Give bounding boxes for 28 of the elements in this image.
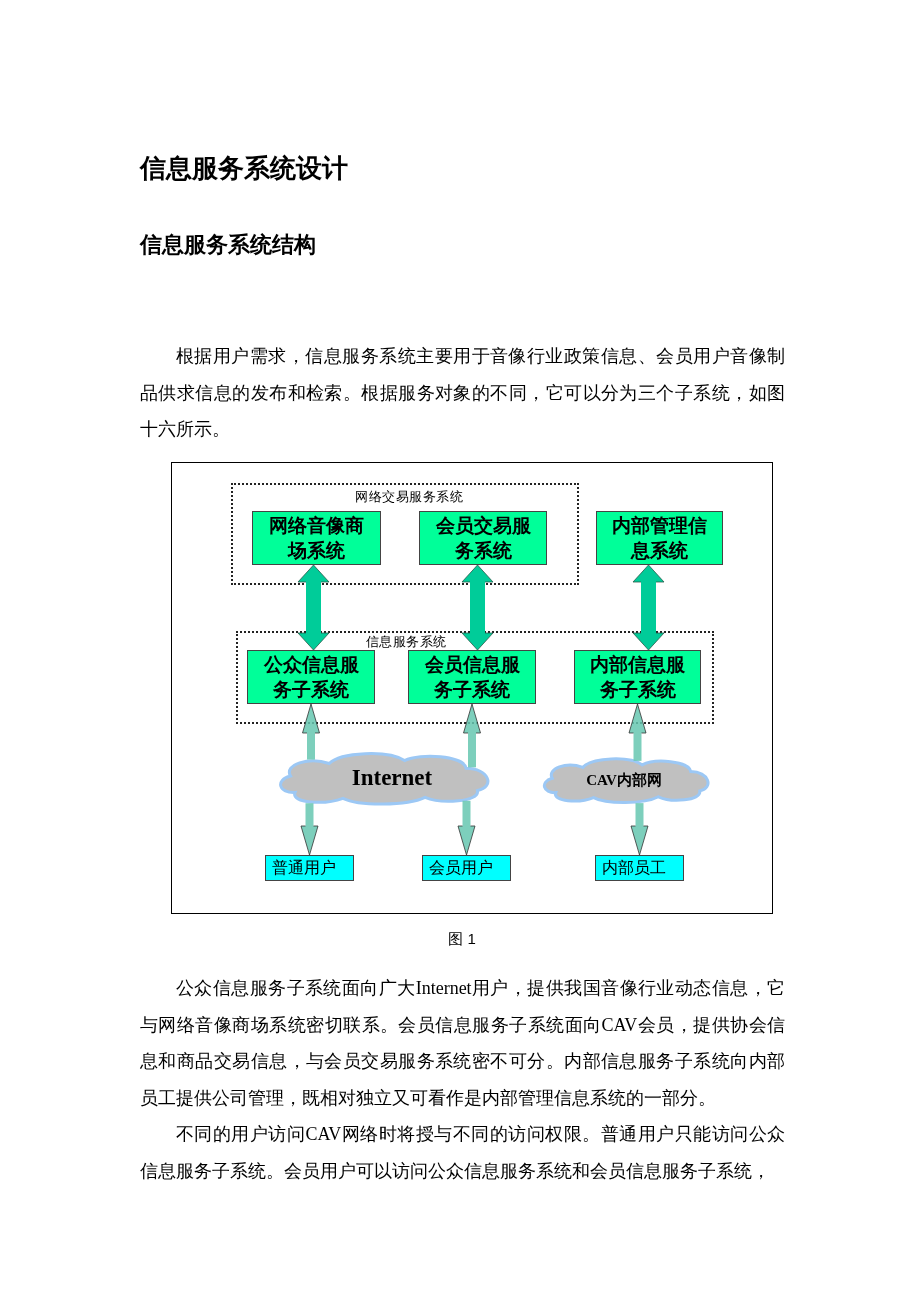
group-label: 信息服务系统 [365, 635, 447, 649]
block-arrow [461, 564, 494, 651]
cloud-label: Internet [351, 765, 433, 791]
system-box: 会员交易服务系统 [419, 511, 547, 565]
arrow [457, 800, 476, 856]
block-arrow [632, 564, 665, 651]
figure-caption: 图 1 [448, 929, 476, 949]
system-box: 会员信息服务子系统 [408, 650, 536, 704]
page-title: 信息服务系统设计 [140, 152, 348, 185]
system-box: 公众信息服务子系统 [247, 650, 375, 704]
user-box: 会员用户 [422, 855, 511, 881]
cloud-label: CAV内部网 [586, 770, 662, 790]
dotted-frame [231, 483, 579, 585]
system-box: 网络音像商场系统 [252, 511, 381, 565]
body-paragraph: 根据用户需求，信息服务系统主要用于音像行业政策信息、会员用户音像制品供求信息的发布和检索。根据服务对象的不同，它可以分为三个子系统，如图十六所示。 [140, 345, 785, 442]
system-box: 内部信息服务子系统 [574, 650, 701, 704]
system-box: 内部管理信息系统 [596, 511, 723, 565]
dotted-frame [236, 631, 714, 724]
arrow [630, 803, 649, 856]
user-box: 内部员工 [595, 855, 684, 881]
arrow [628, 703, 647, 761]
user-box: 普通用户 [265, 855, 354, 881]
group-label: 网络交易服务系统 [355, 490, 463, 504]
arrow [300, 803, 319, 856]
block-arrow [297, 564, 330, 651]
section-heading: 信息服务系统结构 [140, 231, 316, 259]
body-paragraph: 公众信息服务子系统面向广大Internet用户，提供我国音像行业动态信息，它与网络音像商场系统密切联系。会员信息服务子系统面向CAV会员，提供协会信息和商品交易信息，与会员交易服务系统密不可分。内部信息服务子系统向内部员工提供公司管理，既相对独立又可看作是内部管理信息系统的一部分。 [140, 977, 785, 1110]
body-paragraph: 不同的用户访问CAV网络时将授与不同的访问权限。普通用户只能访问公众信息服务子系统。会员用户可以访问公众信息服务系统和会员信息服务子系统， [140, 1123, 785, 1183]
